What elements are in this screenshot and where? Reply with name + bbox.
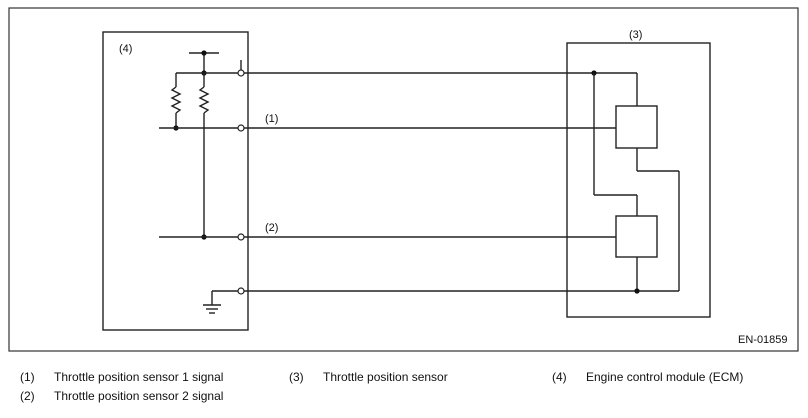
figure-code: EN-01859	[738, 334, 788, 346]
sensor-element-2	[615, 215, 658, 258]
signal-1-label: (1)	[265, 113, 278, 125]
legend-number: (2)	[20, 389, 35, 403]
pull-up-resistor-1	[170, 73, 182, 131]
legend-text: Throttle position sensor 1 signal	[54, 370, 224, 384]
legend-text: Throttle position sensor	[323, 370, 448, 384]
ecm-box	[102, 31, 249, 331]
diagram-frame	[8, 7, 799, 352]
legend-number: (1)	[20, 370, 35, 384]
terminal-power	[237, 69, 245, 77]
legend-number: (3)	[289, 370, 304, 384]
legend-text: Engine control module (ECM)	[586, 370, 744, 384]
terminal-ground	[237, 287, 245, 295]
signal-2-label: (2)	[265, 222, 278, 234]
legend-item-4: (4) Engine control module (ECM)	[552, 370, 743, 384]
pull-up-resistor-2	[198, 73, 210, 240]
ground-line	[211, 290, 637, 305]
legend-item-3: (3) Throttle position sensor	[289, 370, 448, 384]
wiring-diagram: (4) (3) (1) (2)	[8, 7, 799, 352]
sensor-element-1	[615, 105, 658, 149]
legend-number: (4)	[552, 370, 567, 384]
legend-item-1: (1) Throttle position sensor 1 signal	[20, 370, 223, 384]
ecm-power-supply	[176, 50, 241, 76]
ground-icon	[203, 304, 221, 314]
sensor-label: (3)	[629, 29, 642, 41]
terminal-signal-1	[237, 124, 245, 132]
ecm-label: (4)	[119, 43, 132, 55]
ecm-terminals	[237, 60, 245, 295]
legend-text: Throttle position sensor 2 signal	[54, 389, 224, 403]
sensor-return-wiring	[634, 148, 680, 294]
sensor-box	[566, 42, 711, 318]
legend-item-2: (2) Throttle position sensor 2 signal	[20, 389, 223, 403]
sensor-power-line	[241, 70, 638, 216]
terminal-signal-2	[237, 233, 245, 241]
